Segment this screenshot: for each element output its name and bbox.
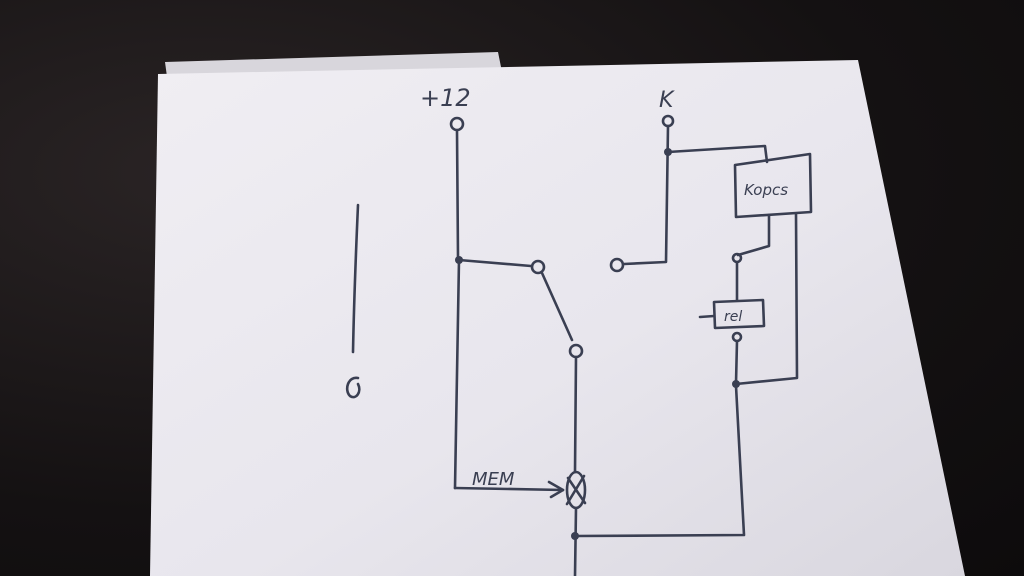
k-vertical-wire — [622, 124, 670, 266]
k-open-contact-circle — [609, 257, 625, 273]
contact-vertical-wire — [573, 355, 578, 474]
relay-side-tick — [698, 314, 716, 319]
relay-label: rel — [724, 309, 742, 325]
mem-arrow-head — [547, 480, 565, 499]
box-right-return-wire — [734, 212, 799, 386]
plus12-terminal-label: +12 — [420, 84, 471, 112]
switch-top-wire — [457, 258, 533, 268]
left-vertical-wire — [453, 258, 461, 490]
box-to-relay-wire — [736, 213, 771, 257]
lamp-bottom-wire — [573, 506, 578, 576]
k-to-box-wire — [666, 144, 769, 164]
switch-pivot-circle — [530, 259, 546, 275]
bottom-return-wire — [573, 384, 746, 538]
kopcs-box — [733, 152, 813, 219]
mem-arrow-line — [453, 486, 565, 492]
relay-bottom-lead — [734, 339, 739, 385]
switch-blade — [540, 271, 574, 342]
kopcs-box-label: Kopcs — [744, 181, 788, 199]
relay-box — [712, 298, 766, 330]
stray-pen-line — [351, 203, 360, 354]
paper-sheet — [150, 60, 965, 576]
plus12-wire — [455, 129, 460, 260]
k-terminal-label: K — [659, 88, 675, 113]
lamp-cross-b — [565, 474, 586, 506]
stray-pen-curl — [345, 376, 361, 399]
mem-label: MEM — [472, 469, 515, 490]
